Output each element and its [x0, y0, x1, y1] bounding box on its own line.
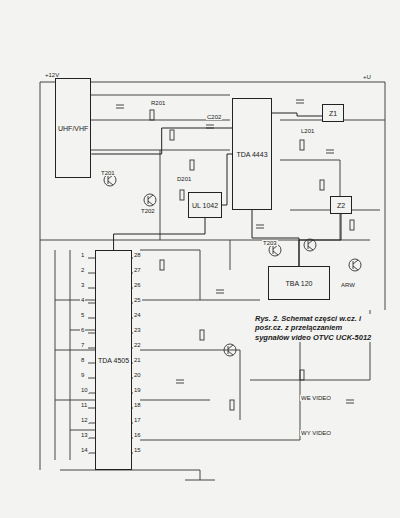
transistor-symbol: [224, 344, 236, 356]
ic-box: Z2: [330, 196, 352, 214]
part-label: ARW: [340, 282, 356, 288]
wire: [114, 218, 205, 250]
resistor-symbol: [170, 130, 174, 140]
part-label: R201: [150, 100, 166, 106]
ic-box: TDA 4505: [95, 250, 132, 470]
pin-number: 9: [80, 372, 85, 378]
resistor-symbol: [160, 260, 164, 270]
capacitor-symbol: [256, 225, 264, 228]
pin-number: 19: [133, 387, 142, 393]
ic-label: TBA 120: [286, 280, 313, 287]
pin-number: 24: [133, 312, 142, 318]
ic-label: UL 1042: [192, 202, 218, 209]
resistor-symbol: [200, 330, 204, 340]
pin-number: 10: [80, 387, 89, 393]
pin-number: 7: [80, 342, 85, 348]
resistor-symbol: [320, 180, 324, 190]
ic-box: UL 1042: [188, 192, 222, 218]
pin-number: 22: [133, 342, 142, 348]
pin-number: 18: [133, 402, 142, 408]
ic-box: UHF/VHF: [55, 78, 91, 178]
transistor-lead: [308, 240, 313, 250]
transistor-symbol: [349, 259, 361, 271]
part-label: WY VIDEO: [300, 430, 332, 436]
transistor-symbol: [144, 194, 156, 206]
pin-number: 4: [80, 297, 85, 303]
resistor-symbol: [190, 160, 194, 170]
part-label: WE VIDEO: [300, 395, 332, 401]
pin-number: 6: [80, 327, 85, 333]
ic-label: TDA 4505: [98, 357, 129, 364]
part-label: C202: [206, 114, 222, 120]
part-label: +U: [362, 74, 372, 80]
capacitor-symbol: [326, 150, 334, 153]
resistor-symbol: [180, 190, 184, 200]
ic-label: UHF/VHF: [58, 125, 88, 132]
part-label: +12V: [44, 72, 60, 78]
capacitor-symbol: [216, 290, 224, 293]
figure-caption: Rys. 2. Schemat części w.cz. i pośr.cz. …: [255, 314, 373, 342]
part-label: T201: [100, 170, 116, 176]
ic-label: Z1: [329, 110, 337, 117]
resistor-symbol: [350, 220, 354, 230]
transistor-lead: [228, 345, 233, 355]
pin-number: 27: [133, 267, 142, 273]
ic-box: Z1: [322, 104, 344, 122]
resistor-symbol: [230, 400, 234, 410]
ic-box: TDA 4443: [232, 98, 272, 210]
part-label: T203: [262, 240, 278, 246]
capacitor-symbol: [296, 100, 304, 103]
resistor-symbol: [300, 140, 304, 150]
ic-label: TDA 4443: [236, 151, 267, 158]
wire: [272, 113, 322, 116]
ic-label: Z2: [337, 202, 345, 209]
capacitor-symbol: [116, 105, 124, 108]
pin-number: 23: [133, 327, 142, 333]
transistor-lead: [148, 195, 153, 205]
pin-number: 16: [133, 432, 142, 438]
capacitor-symbol: [346, 400, 354, 403]
pin-number: 1: [80, 252, 85, 258]
pin-number: 2: [80, 267, 85, 273]
resistor-symbol: [150, 110, 154, 120]
wire: [222, 154, 232, 205]
part-label: L201: [300, 128, 315, 134]
pin-number: 26: [133, 282, 142, 288]
ic-box: TBA 120: [268, 266, 330, 300]
pin-number: 20: [133, 372, 142, 378]
transistor-symbol: [304, 239, 316, 251]
pin-number: 28: [133, 252, 142, 258]
transistor-lead: [353, 260, 358, 270]
capacitor-symbol: [176, 380, 184, 383]
wire: [252, 210, 299, 266]
pin-number: 8: [80, 357, 85, 363]
resistor-symbol: [300, 370, 304, 380]
part-label: D201: [176, 176, 192, 182]
transistor-lead: [273, 245, 278, 255]
wire: [91, 128, 232, 154]
pin-number: 15: [133, 447, 142, 453]
wire: [299, 214, 341, 266]
pin-number: 11: [80, 402, 88, 408]
part-label: T202: [140, 208, 156, 214]
pin-number: 12: [80, 417, 89, 423]
pin-number: 3: [80, 282, 85, 288]
pin-number: 5: [80, 312, 85, 318]
pin-number: 21: [133, 357, 142, 363]
pin-number: 25: [133, 297, 142, 303]
pin-number: 13: [80, 432, 89, 438]
pin-number: 14: [80, 447, 89, 453]
pin-number: 17: [133, 417, 142, 423]
transistor-lead: [108, 175, 113, 185]
